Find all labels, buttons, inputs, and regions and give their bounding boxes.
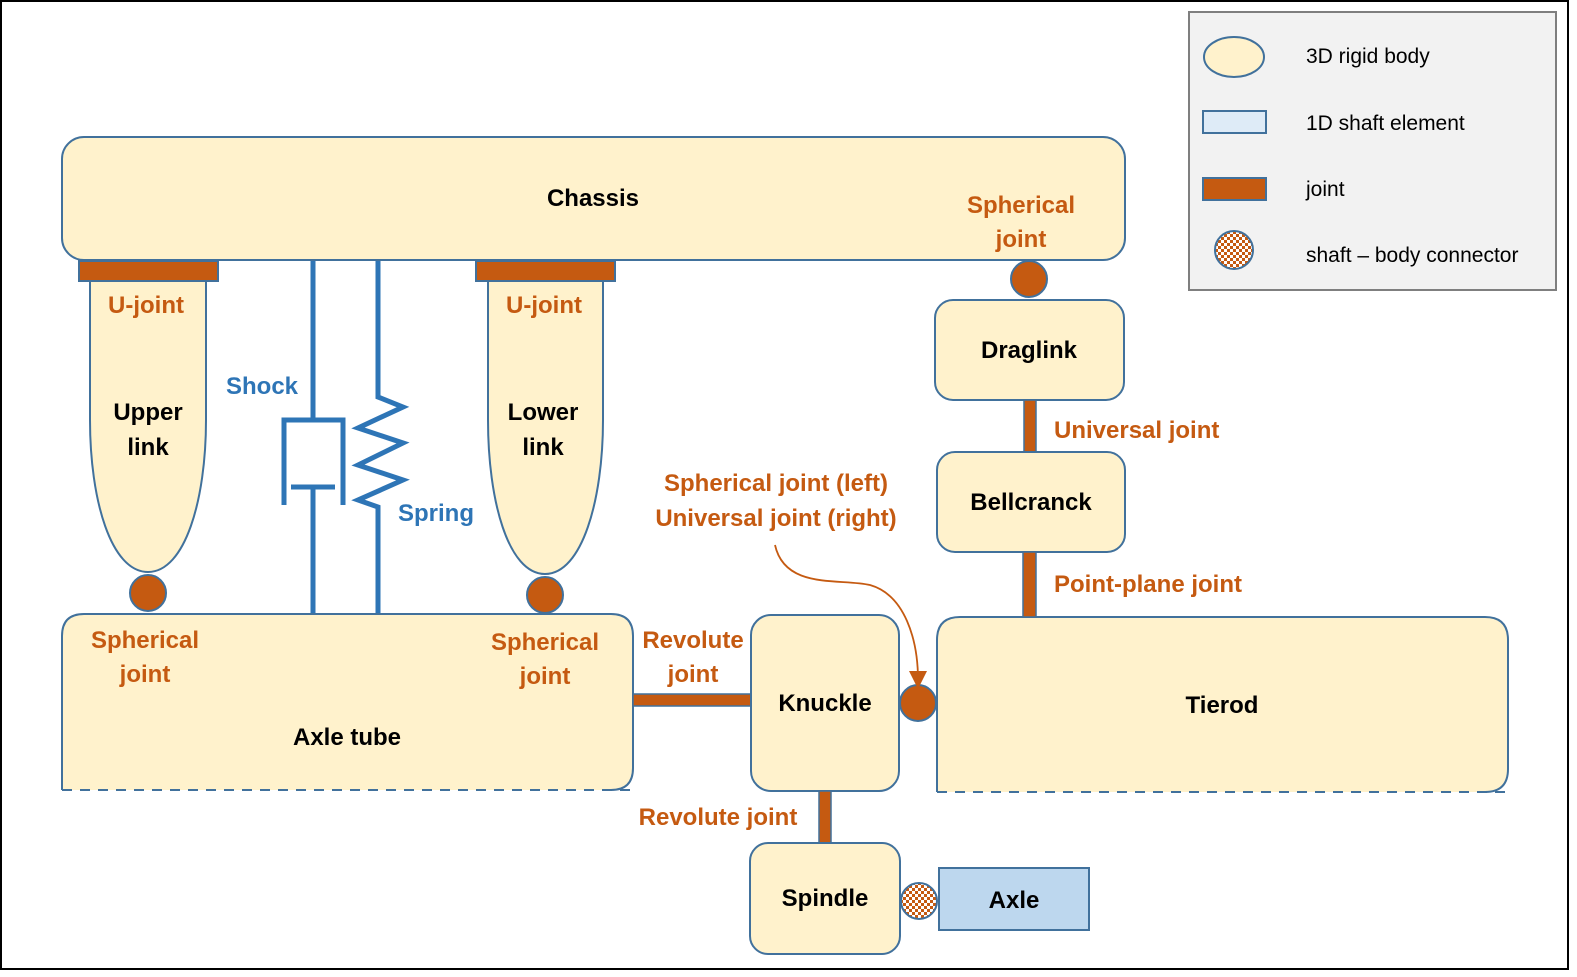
upper-link-body bbox=[89, 279, 207, 574]
shaft-element-rect-icon bbox=[1202, 110, 1267, 134]
callout-label-2: Universal joint (right) bbox=[655, 505, 896, 532]
universal-joint-bar bbox=[1023, 399, 1037, 453]
spring-label: Spring bbox=[398, 500, 474, 527]
point-plane-joint-label: Point-plane joint bbox=[1054, 571, 1242, 598]
revolute-joint-spindle-label: Revolute joint bbox=[639, 804, 798, 831]
upper-link-spherical-joint bbox=[129, 574, 167, 612]
lower-link-body bbox=[487, 279, 604, 576]
axle-spherical-right-label-2: joint bbox=[519, 663, 571, 690]
revolute-joint-label-2: joint bbox=[667, 661, 719, 688]
legend-label-rigid-body: 3D rigid body bbox=[1306, 45, 1430, 68]
upper-u-joint-label: U-joint bbox=[108, 292, 184, 319]
chassis-label: Chassis bbox=[547, 185, 639, 212]
legend-label-shaft-element: 1D shaft element bbox=[1306, 112, 1465, 135]
chassis-draglink-spherical-joint bbox=[1010, 260, 1048, 298]
axle-tube-body bbox=[61, 613, 634, 791]
legend: 3D rigid body 1D shaft element joint sha… bbox=[1188, 11, 1557, 291]
tierod-body bbox=[936, 616, 1509, 793]
axle-spherical-left-label-1: Spherical bbox=[91, 627, 199, 654]
point-plane-joint-bar bbox=[1022, 551, 1037, 618]
axle-tube-label: Axle tube bbox=[293, 724, 401, 751]
axle-shaft-element bbox=[938, 867, 1090, 931]
draglink-label: Draglink bbox=[981, 337, 1078, 364]
legend-label-connector: shaft – body connector bbox=[1306, 244, 1518, 267]
revolute-joint-label-1: Revolute bbox=[642, 627, 743, 654]
checkered-connector-icon bbox=[1214, 230, 1254, 270]
universal-joint-label: Universal joint bbox=[1054, 417, 1219, 444]
lower-link-label-2: link bbox=[522, 434, 564, 461]
upper-link-label-2: link bbox=[127, 434, 169, 461]
lower-link-label-1: Lower bbox=[508, 399, 579, 426]
chassis-spherical-joint-label-2: joint bbox=[995, 226, 1047, 253]
shaft-body-connector bbox=[900, 882, 938, 920]
knuckle-tierod-joint bbox=[899, 684, 937, 722]
joint-bar-icon bbox=[1202, 177, 1267, 201]
tierod-label: Tierod bbox=[1186, 692, 1259, 719]
spindle-label: Spindle bbox=[782, 885, 869, 912]
bellcranck-label: Bellcranck bbox=[970, 489, 1092, 516]
spring-icon bbox=[351, 261, 410, 613]
revolute-joint-knuckle-spindle-bar bbox=[818, 790, 832, 844]
axle-label: Axle bbox=[989, 887, 1040, 914]
lower-u-joint-bar bbox=[475, 260, 616, 282]
shock-damper-icon bbox=[281, 261, 346, 613]
chassis-spherical-joint-label-1: Spherical bbox=[967, 192, 1075, 219]
legend-label-joint: joint bbox=[1305, 178, 1345, 201]
revolute-joint-axle-knuckle-bar bbox=[632, 693, 752, 707]
axle-spherical-left-label-2: joint bbox=[119, 661, 171, 688]
knuckle-label: Knuckle bbox=[778, 690, 871, 717]
axle-spherical-right-label-1: Spherical bbox=[491, 629, 599, 656]
upper-u-joint-bar bbox=[78, 260, 219, 282]
lower-u-joint-label: U-joint bbox=[506, 292, 582, 319]
shock-label: Shock bbox=[226, 373, 299, 400]
callout-arrow bbox=[774, 544, 927, 689]
callout-label-1: Spherical joint (left) bbox=[664, 470, 888, 497]
upper-link-label-1: Upper bbox=[113, 399, 182, 426]
spindle-body bbox=[749, 842, 901, 955]
lower-link-spherical-joint bbox=[526, 576, 564, 614]
ellipse-rigid-body-icon bbox=[1203, 36, 1265, 78]
